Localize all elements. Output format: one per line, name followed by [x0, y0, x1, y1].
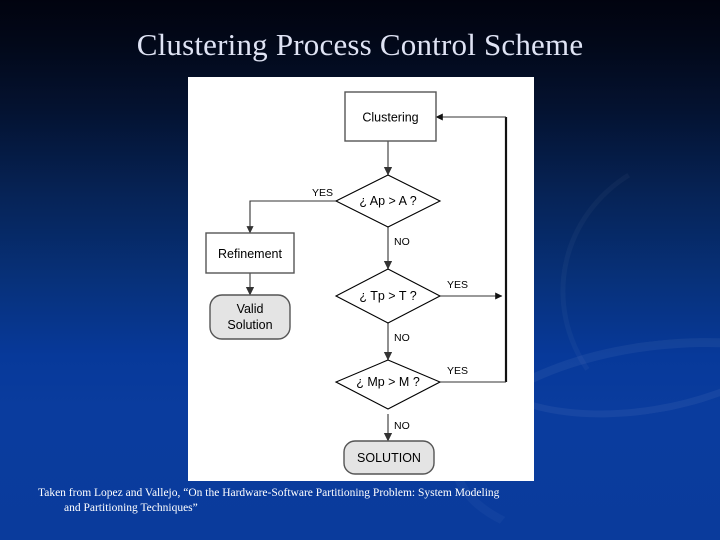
node-clustering: Clustering	[344, 91, 437, 142]
node-solution-label: SOLUTION	[357, 451, 421, 465]
figure-caption-line2: and Partitioning Techniques”	[64, 502, 198, 514]
edge-ap-yes-to-refinement	[246, 200, 336, 234]
node-decision-tp: ¿ Tp > T ?	[334, 268, 442, 324]
edge-label-mp-yes: YES	[447, 365, 468, 377]
node-decision-mp: ¿ Mp > M ?	[334, 359, 442, 410]
flowchart-figure: Clustering ¿ Ap > A ? YES NO Refinement …	[188, 77, 534, 481]
edge-label-tp-no: NO	[394, 332, 410, 344]
node-refinement-label: Refinement	[218, 247, 282, 261]
slide-title: Clustering Process Control Scheme	[136, 27, 584, 62]
node-decision-tp-label: ¿ Tp > T ?	[359, 289, 416, 303]
node-decision-ap-label: ¿ Ap > A ?	[359, 194, 416, 208]
node-valid-solution-label-line1: Valid	[237, 302, 264, 316]
node-clustering-label: Clustering	[362, 111, 418, 125]
node-refinement: Refinement	[205, 232, 295, 274]
edge-label-ap-no: NO	[394, 236, 410, 248]
node-decision-ap: ¿ Ap > A ?	[334, 174, 442, 228]
edge-label-ap-yes: YES	[312, 187, 333, 199]
figure-caption-line1: Taken from Lopez and Vallejo, “On the Ha…	[38, 487, 500, 499]
flowchart-svg: Clustering ¿ Ap > A ? YES NO Refinement …	[205, 91, 508, 475]
edge-label-tp-yes: YES	[447, 279, 468, 291]
node-decision-mp-label: ¿ Mp > M ?	[356, 375, 420, 389]
node-valid-solution-label-line2: Solution	[227, 318, 272, 332]
edge-label-mp-no: NO	[394, 420, 410, 432]
figure-caption: Taken from Lopez and Vallejo, “On the Ha…	[38, 486, 678, 516]
node-valid-solution: Valid Solution	[209, 294, 291, 340]
decorative-swoosh-1	[533, 121, 720, 469]
node-solution: SOLUTION	[343, 440, 435, 475]
